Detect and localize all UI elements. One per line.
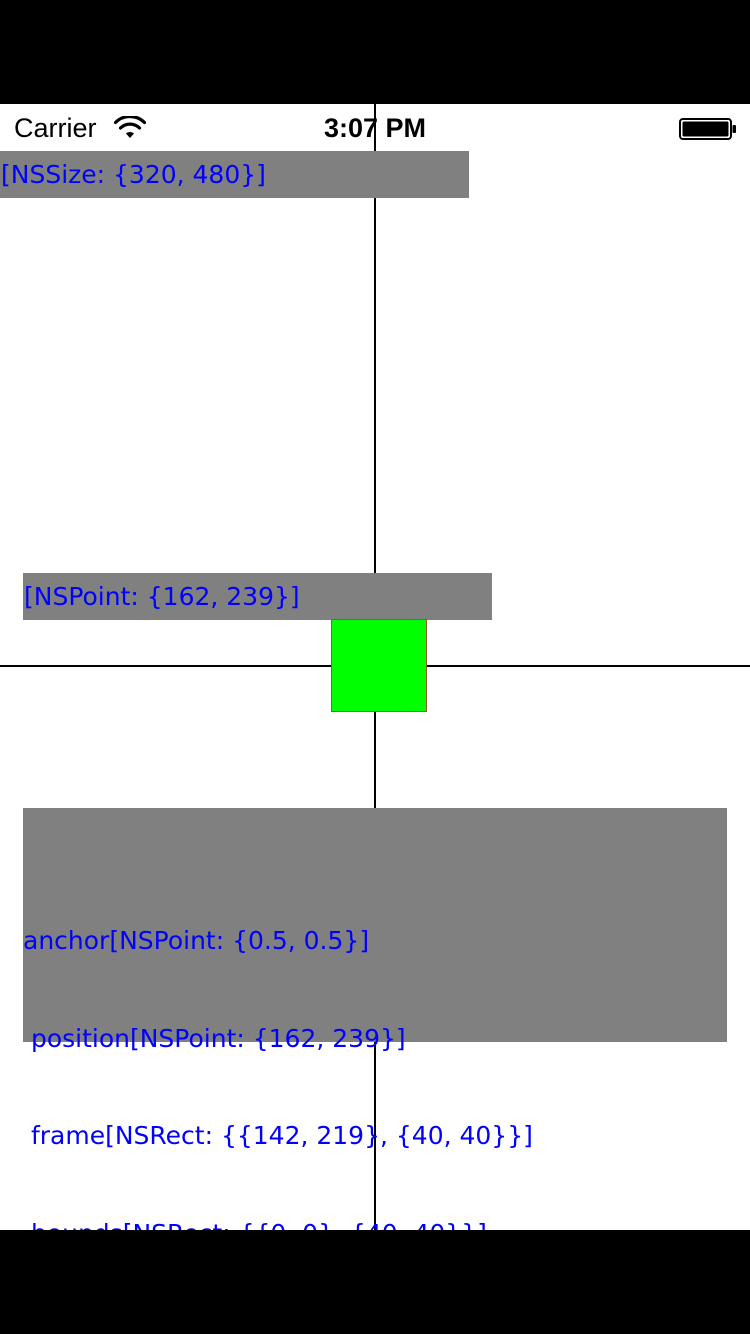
screen-size-label: [NSSize: {320, 480}] — [0, 151, 469, 198]
layer-square[interactable] — [331, 619, 427, 712]
position-point-label: [NSPoint: {162, 239}] — [23, 573, 492, 620]
frame-info-line: frame[NSRect: {{142, 219}, {40, 40}}] — [23, 1121, 533, 1150]
bounds-info-line: bounds[NSRect: {{0, 0}, {40, 40}}] — [23, 1218, 727, 1231]
position-info-line: position[NSPoint: {162, 239}] — [23, 1023, 406, 1053]
letterbox-top — [0, 0, 750, 104]
letterbox-bottom — [0, 1230, 750, 1334]
battery-full-icon — [679, 118, 737, 140]
status-bar: Carrier 3:07 PM — [0, 104, 750, 152]
wifi-icon — [113, 114, 147, 140]
layer-info-panel: anchor[NSPoint: {0.5, 0.5}] position[NSP… — [23, 808, 727, 1230]
anchor-info-line: anchor[NSPoint: {0.5, 0.5}] — [23, 926, 370, 955]
carrier-name: Carrier — [14, 113, 97, 143]
app-screen: Carrier 3:07 PM [NSSize: {320, 480}] [NS… — [0, 104, 750, 1230]
